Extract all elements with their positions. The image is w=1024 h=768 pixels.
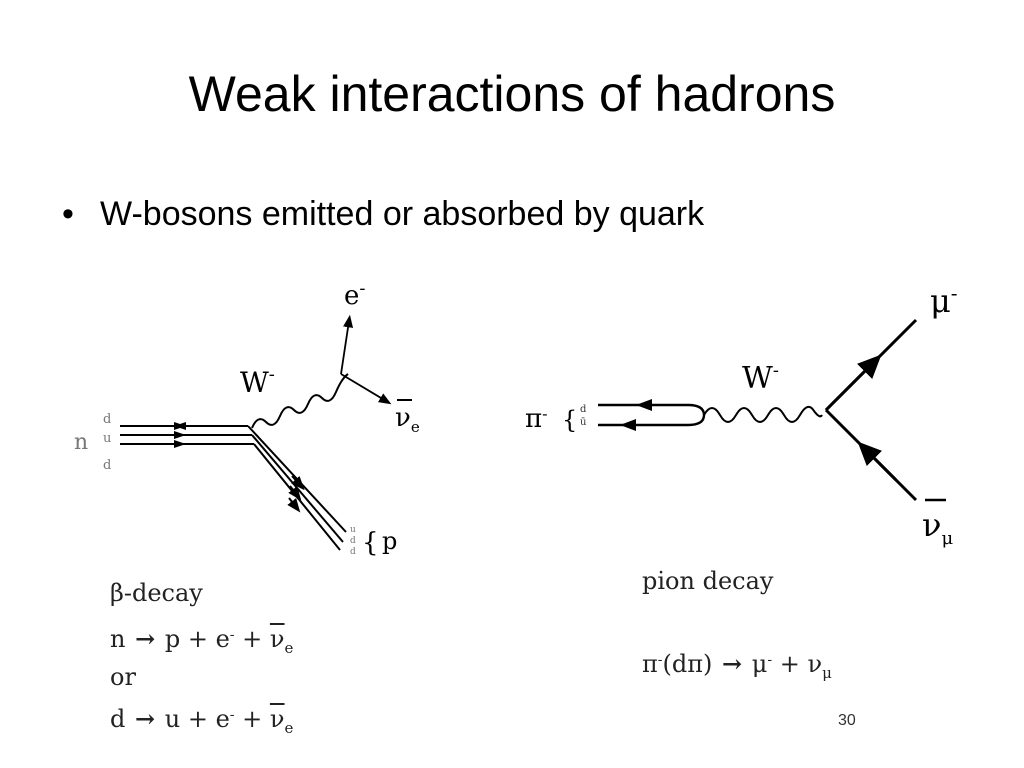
pion-quark-2: ū <box>580 417 587 428</box>
pion-eq-muon-charge: - <box>767 652 773 668</box>
pion-eq-lhs-charge: - <box>657 652 663 668</box>
quark-out-3: d <box>350 547 356 557</box>
eq1-charge: - <box>229 627 235 643</box>
beta-symbol: β <box>110 579 124 607</box>
pion-eq-paren: (dπ) <box>662 650 713 678</box>
eq1-rhs: p + e <box>164 625 230 653</box>
pion-quark-1: d <box>580 404 587 415</box>
eq1-nu-sub: e <box>284 639 294 657</box>
w-boson-line <box>251 373 349 429</box>
right-arrow-icon: → <box>135 624 156 653</box>
pion-label: π- <box>525 404 548 434</box>
neutron-label: n <box>74 430 88 455</box>
bullet-text: W-bosons emitted or absorbed by quark <box>100 195 705 233</box>
pion-eq-nu-sub: μ <box>822 664 832 682</box>
arrow-out-3 <box>287 497 301 513</box>
antineutrino-e-label: νe <box>395 403 420 436</box>
quark-out-2: d <box>350 536 356 546</box>
pion-equation: π-(dπ) → μ- + νμ <box>642 645 832 688</box>
quark-line-out-3 <box>253 443 341 551</box>
page-number: 30 <box>838 712 856 729</box>
beta-equation-2: d → u + e- + νe <box>110 700 293 743</box>
right-arrow-icon: → <box>135 704 156 733</box>
proton-label: p <box>382 527 397 555</box>
eq2-plus: + <box>242 705 263 733</box>
w-boson-line-pion <box>703 405 823 423</box>
eq2-charge: - <box>229 707 235 723</box>
arrow-out-1 <box>291 475 305 491</box>
w-boson-label: W- <box>240 364 275 399</box>
pion-eq-neutrino: ν <box>807 650 823 678</box>
antineutrino-line <box>340 373 392 405</box>
eq2-rhs: u + e <box>164 705 230 733</box>
w-boson-label-pion: W- <box>742 360 779 396</box>
pion-decay-label: pion decay <box>642 567 774 595</box>
muon-arrow <box>824 354 882 412</box>
bullet-icon: • <box>62 195 74 233</box>
pion-eq-plus: + <box>779 650 800 678</box>
beta-label-text: -decay <box>123 579 203 607</box>
eq2-antineutrino: ν <box>269 705 285 733</box>
quark-out-1: u <box>350 525 356 535</box>
beta-decay-diagram: n d u d u d d { p W- e- νe <box>74 278 420 558</box>
quark-line-out-2 <box>251 434 344 543</box>
electron-line <box>340 314 354 375</box>
quark-line-out-1 <box>247 425 347 533</box>
eq1-antineutrino: ν <box>269 625 285 653</box>
arrow-out-2 <box>288 485 302 501</box>
beta-equation-1: n → p + e- + νe <box>110 620 293 663</box>
quark-in-2: u <box>103 431 111 446</box>
beta-decay-label: β-decay <box>110 578 203 608</box>
pion-brace: { <box>562 406 577 434</box>
pion-arrow-bottom <box>620 419 636 431</box>
quark-in-1: d <box>103 412 111 427</box>
arrow-in-3 <box>174 440 186 448</box>
pion-arrow-top <box>636 399 652 411</box>
right-arrow-icon: → <box>722 649 743 678</box>
slide-title: Weak interactions of hadrons <box>188 66 836 122</box>
quark-in-3: d <box>103 458 111 473</box>
proton-brace: { <box>362 528 379 558</box>
arrow-in-2 <box>174 431 186 439</box>
arrow-in-1b <box>174 422 186 430</box>
pion-eq-lhs: π <box>642 650 658 678</box>
eq1-lhs: n <box>110 625 126 653</box>
muon-label: μ- <box>930 281 958 320</box>
bullet-point: • W-bosons emitted or absorbed by quark <box>62 192 704 236</box>
antineutrino-mu-label: νμ <box>922 506 953 549</box>
eq2-nu-sub: e <box>284 719 294 737</box>
eq1-plus: + <box>242 625 263 653</box>
antineutrino-mu-arrow <box>857 441 898 482</box>
or-label: or <box>110 663 136 691</box>
pion-eq-muon: μ <box>751 650 768 678</box>
pion-decay-diagram: π- { d ū W- μ- νμ <box>525 281 958 549</box>
electron-label: e- <box>344 278 365 311</box>
eq2-lhs: d <box>110 705 126 733</box>
